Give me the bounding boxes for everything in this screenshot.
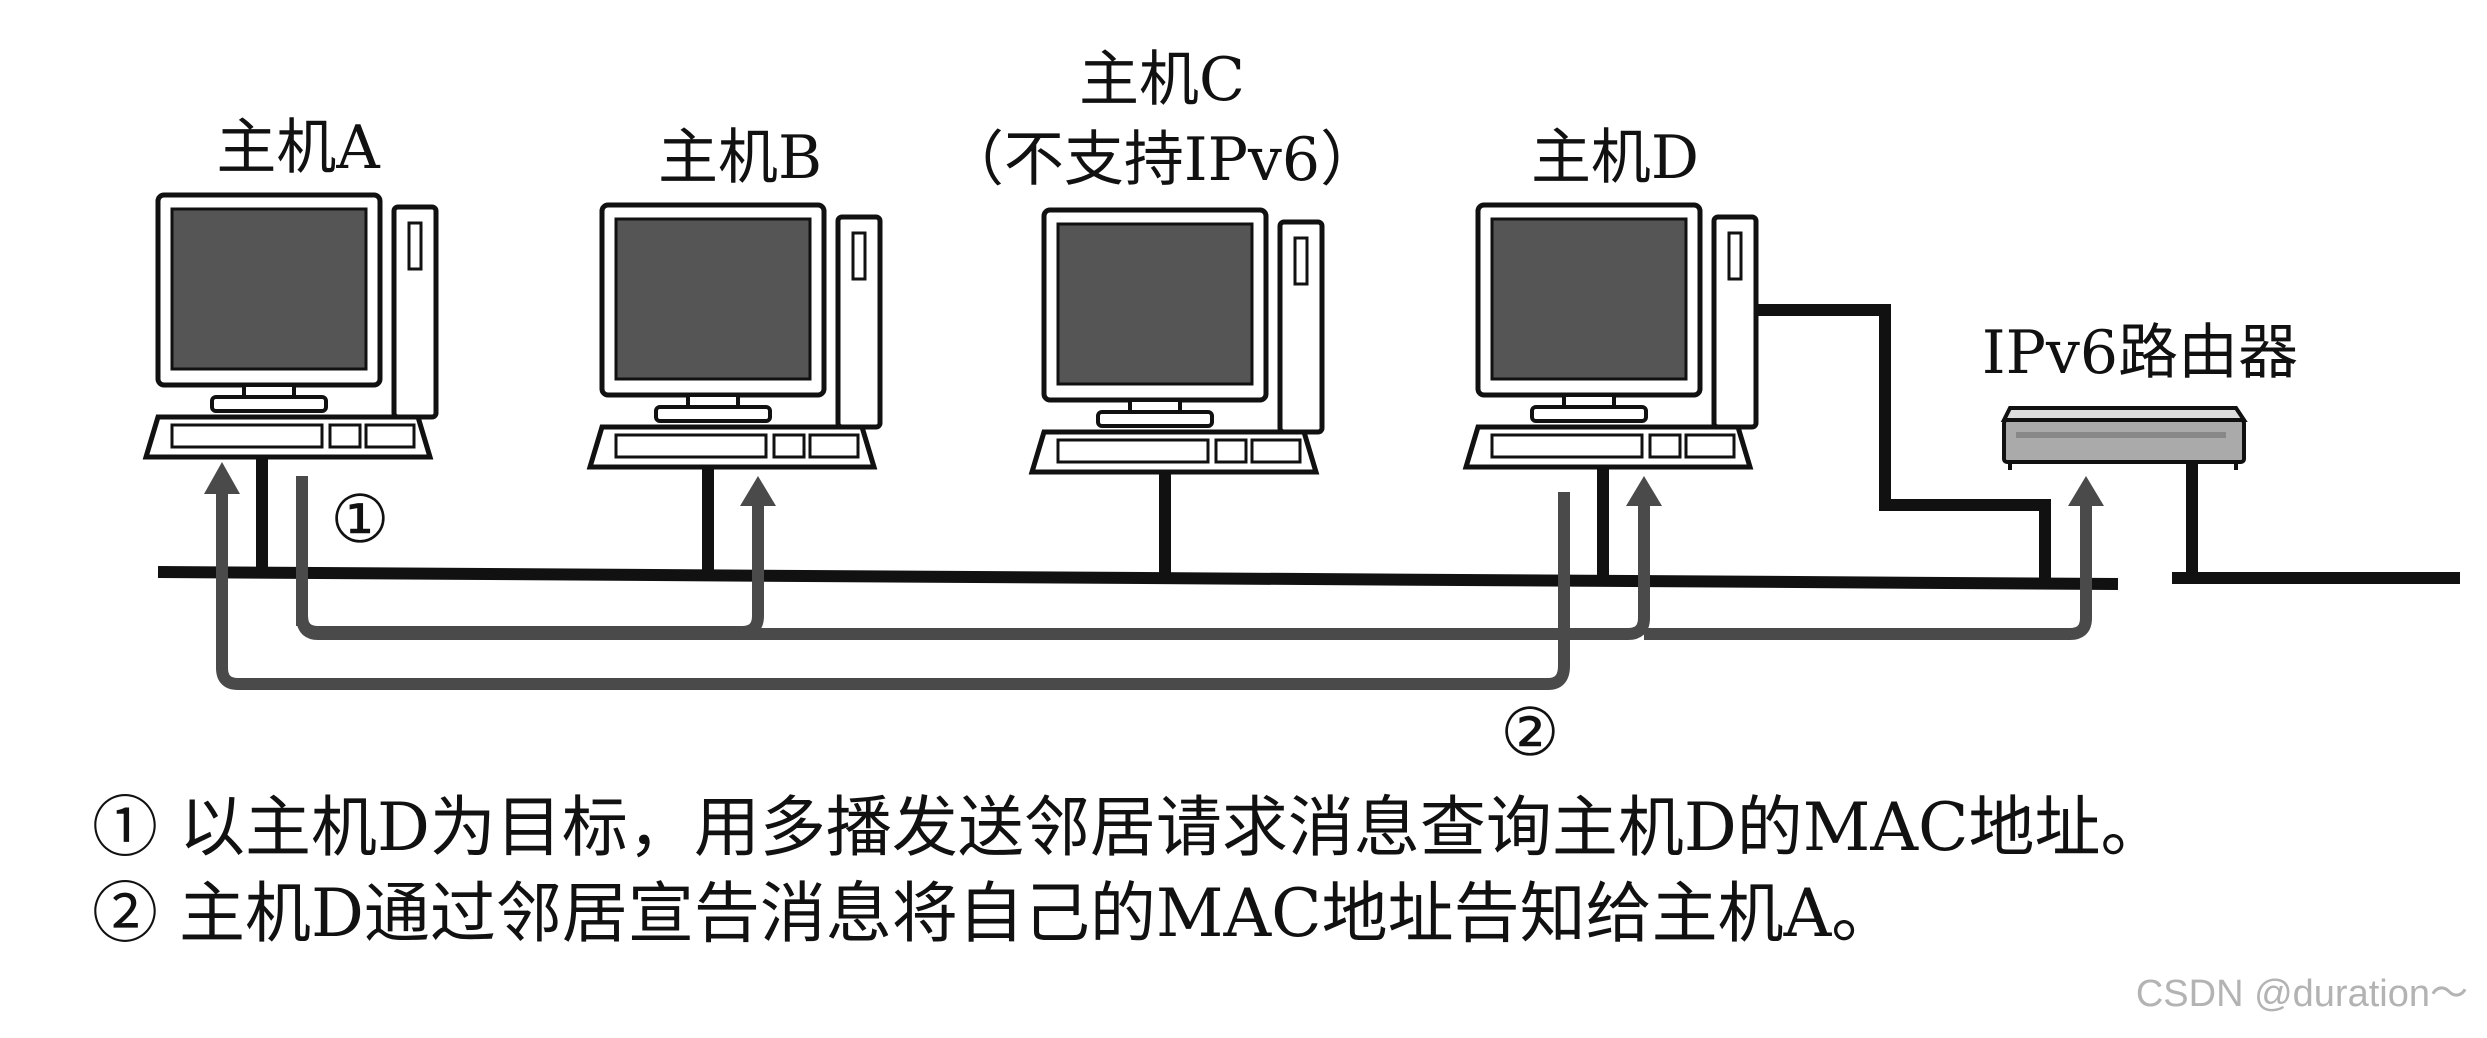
host-b-label: 主机B	[658, 123, 822, 193]
host-a-label: 主机A	[216, 113, 380, 183]
host-d-computer	[1466, 205, 1756, 467]
ethernet-bus	[157, 304, 2460, 590]
step1-multicast-arrow-to-d	[296, 500, 1650, 640]
host-c-sublabel: （不支持IPv6）	[944, 125, 1380, 195]
step-two-marker: ②	[1500, 694, 1559, 771]
router-label: IPv6路由器	[1982, 318, 2298, 388]
caption-step-one: ① 以主机D为目标，用多播发送邻居请求消息查询主机D的MAC地址。	[92, 789, 2167, 866]
ipv6-router	[2000, 406, 2248, 470]
arrowhead-router	[2068, 476, 2104, 506]
step2-advertisement-arrow-to-a	[216, 490, 1570, 690]
watermark: CSDN @duration～	[2136, 973, 2468, 1015]
host-c-computer	[1032, 210, 1322, 472]
host-d-label: 主机D	[1531, 123, 1699, 193]
step1-multicast-arrow-to-router	[1644, 500, 2092, 640]
host-b-computer	[590, 205, 880, 467]
arrowhead-d	[1626, 476, 1662, 506]
host-c-label: 主机C	[1079, 45, 1245, 115]
arrowhead-b	[740, 476, 776, 506]
caption-step-two: ② 主机D通过邻居宣告消息将自己的MAC地址告知给主机A。	[92, 875, 1897, 952]
step-one-marker: ①	[330, 481, 389, 558]
host-a-computer	[146, 195, 436, 457]
arrowhead-a	[204, 462, 240, 494]
